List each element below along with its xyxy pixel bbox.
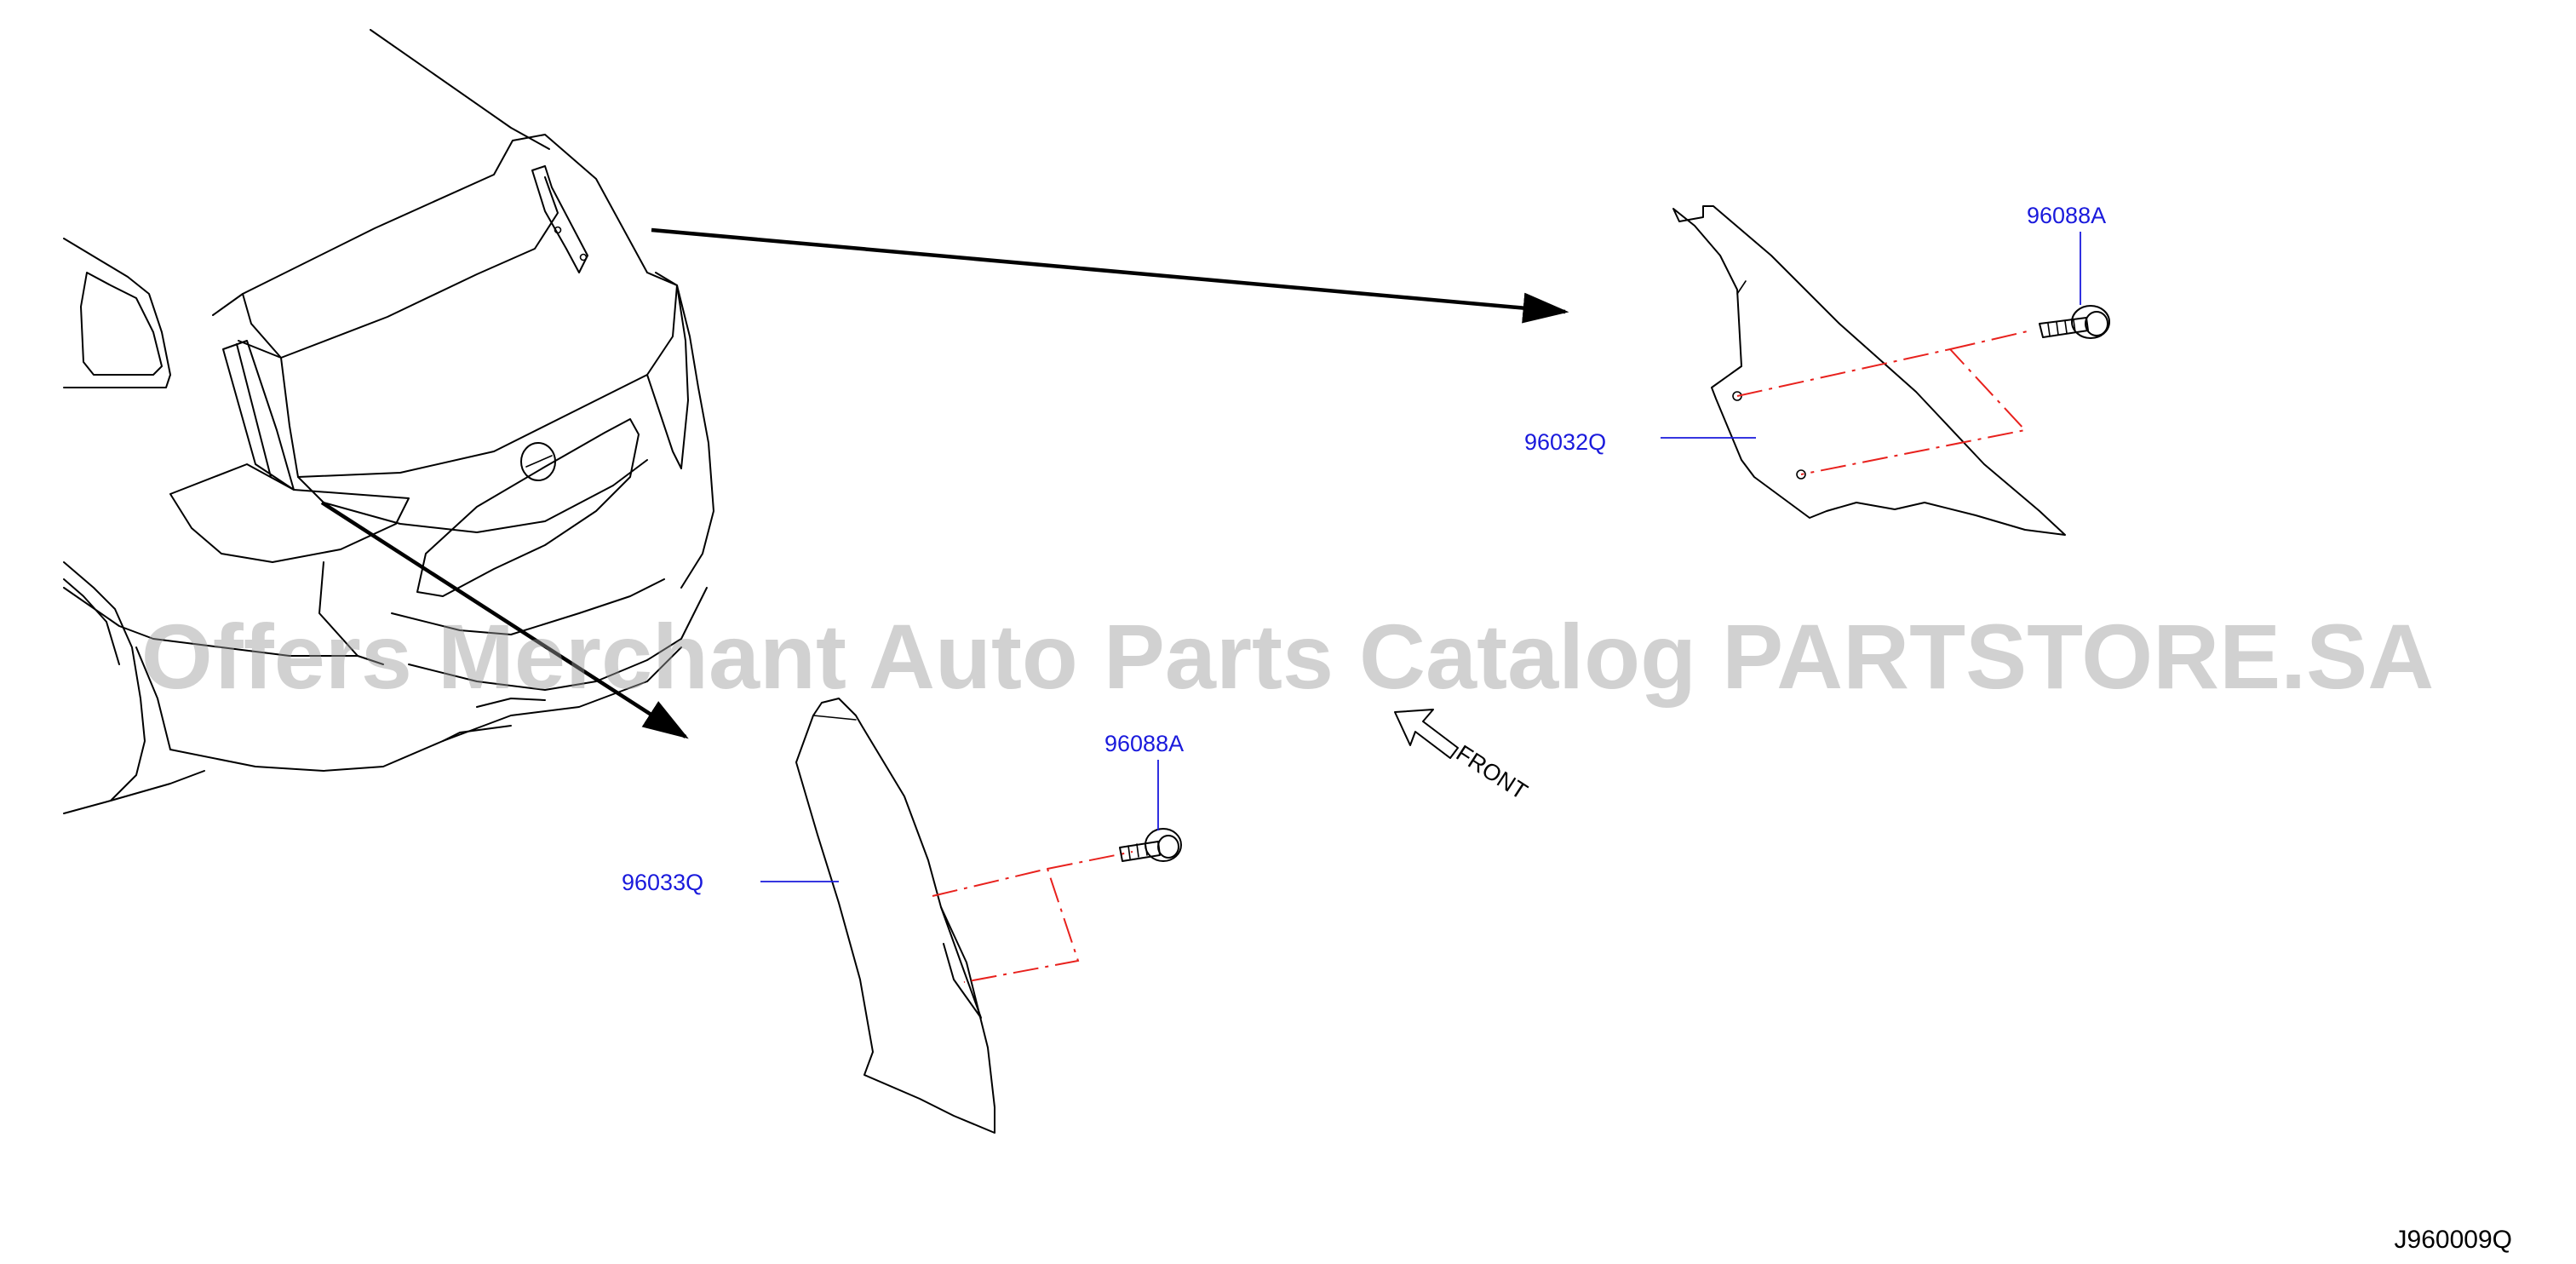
front-label: FRONT: [1452, 740, 1532, 805]
part-96033q-trim: [795, 698, 995, 1134]
part-96032q-trim: [1672, 205, 2066, 536]
front-arrow-icon: [1394, 709, 1459, 759]
callout-96033q: 96033Q: [622, 870, 839, 895]
front-direction-indicator: FRONT: [1394, 709, 1532, 805]
callout-label: 96088A: [2027, 203, 2106, 228]
upper-leader-arrow: [651, 227, 1569, 324]
part-96032q-hidden-lines: [1736, 330, 2032, 475]
bolt-96088a-upper: [2039, 305, 2110, 339]
watermark-text: Offers Merchant Auto Parts Catalog PARTS…: [141, 605, 2434, 708]
part-96033q-hidden-lines: [932, 851, 1133, 983]
callout-label: 96032Q: [1524, 429, 1606, 455]
callout-label: 96033Q: [622, 870, 703, 895]
callout-label: 96088A: [1104, 731, 1184, 756]
lower-leader-arrow: [320, 501, 689, 739]
drawing-code: J960009Q: [2395, 1226, 2512, 1254]
callout-96088a-upper: 96088A: [2027, 203, 2106, 305]
bolt-96088a-lower: [1119, 828, 1182, 862]
callout-96032q: 96032Q: [1524, 429, 1756, 455]
callout-96088a-lower: 96088A: [1104, 731, 1184, 830]
